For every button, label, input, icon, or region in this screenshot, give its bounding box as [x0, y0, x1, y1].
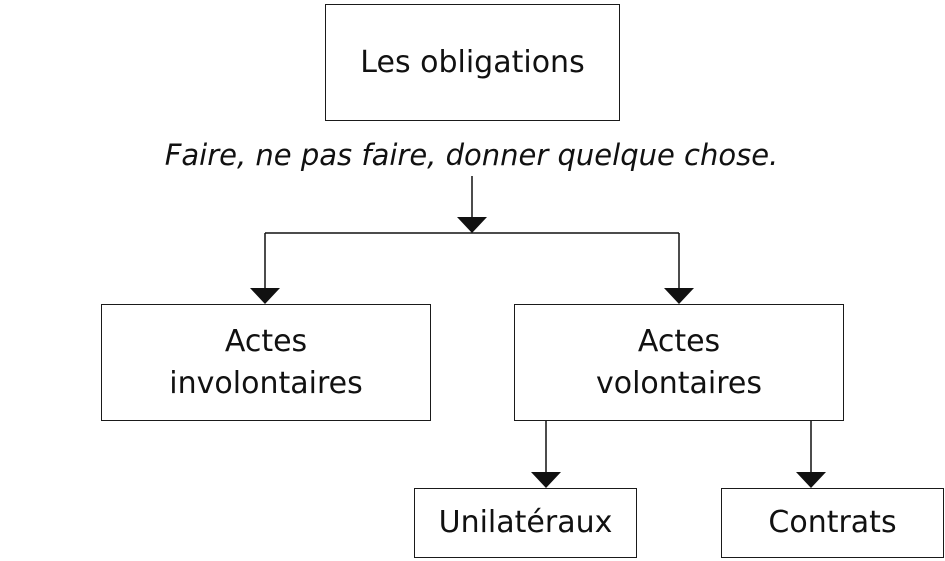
- arrowhead-center: [457, 217, 487, 233]
- arrowhead-contracts: [796, 472, 826, 488]
- node-contracts-label: Contrats: [768, 505, 897, 540]
- node-voluntary-line1: Actes: [637, 323, 721, 359]
- node-obligations: Les obligations: [325, 4, 620, 121]
- arrowhead-left: [250, 288, 280, 304]
- obligations-description: Faire, ne pas faire, donner quelque chos…: [164, 138, 779, 172]
- node-involuntary-line2: involontaires: [169, 365, 363, 401]
- node-unilateral: Unilatéraux: [414, 488, 637, 558]
- arrowhead-unilateral: [531, 472, 561, 488]
- node-voluntary-line2: volontaires: [595, 365, 763, 401]
- node-contracts: Contrats: [721, 488, 944, 558]
- node-involuntary-line1: Actes: [224, 323, 308, 359]
- node-voluntary-acts: Actes volontaires: [514, 304, 844, 421]
- arrowhead-right: [664, 288, 694, 304]
- node-obligations-label: Les obligations: [360, 44, 585, 80]
- node-involuntary-acts: Actes involontaires: [101, 304, 431, 421]
- node-unilateral-label: Unilatéraux: [438, 505, 613, 540]
